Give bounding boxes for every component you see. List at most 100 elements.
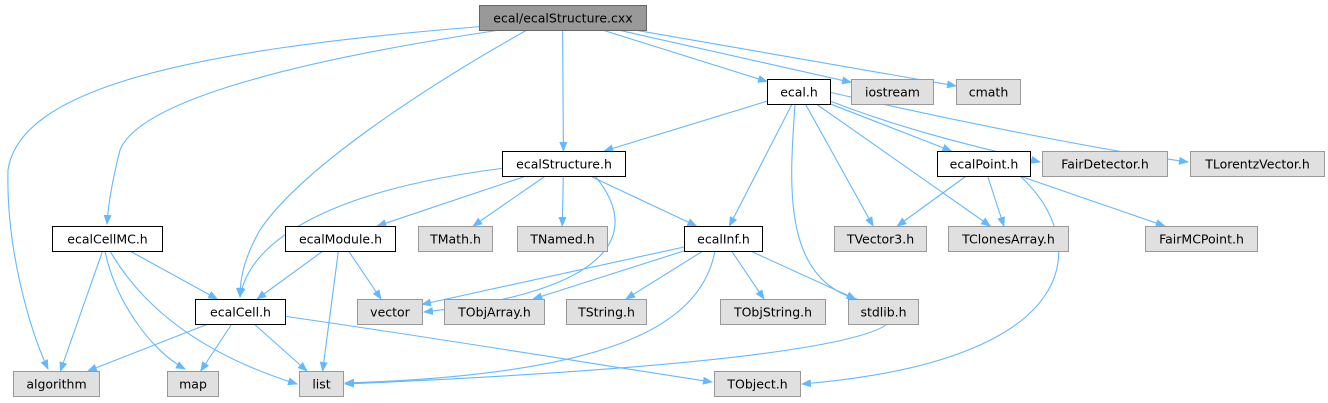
- node-TNamed-h[interactable]: TNamed.h: [517, 226, 608, 252]
- edge-ecalPoint_h-to-FairMCPoint_h: [1019, 175, 1166, 227]
- node-TString-h[interactable]: TString.h: [566, 299, 647, 325]
- edge-root-to-cmath: [634, 29, 957, 89]
- node-ecal-h[interactable]: ecal.h: [767, 79, 831, 105]
- node-label: ecalPoint.h: [950, 157, 1019, 172]
- edge-ecal_h-to-TClonesArray_h: [815, 103, 992, 227]
- edge-ecalCell_h-to-list: [253, 323, 308, 372]
- edge-ecalCell_h-to-algorithm: [86, 323, 209, 372]
- node-box: [834, 226, 927, 252]
- edge-root-to-iostream: [618, 29, 852, 85]
- node-box: [1190, 151, 1325, 177]
- node-box: [357, 299, 423, 325]
- node-FairDetector-h[interactable]: FairDetector.h: [1042, 151, 1168, 177]
- node-label: TString.h: [577, 305, 635, 320]
- node-box: [195, 299, 286, 325]
- node-box: [956, 79, 1021, 105]
- node-label: TObjArray.h: [457, 305, 531, 320]
- node-TMath-h[interactable]: TMath.h: [418, 226, 493, 252]
- edge-ecalCellMC_h-to-list: [109, 250, 298, 386]
- node-box: [167, 371, 219, 397]
- node-box: [851, 79, 934, 105]
- edge-root-to-ecalCellMC_h: [103, 29, 501, 225]
- node-box: [1145, 226, 1258, 252]
- edge-root-to-ecal_h: [602, 29, 768, 83]
- node-TClonesArray-h[interactable]: TClonesArray.h: [948, 226, 1069, 252]
- node-box: [52, 226, 163, 252]
- node-box: [937, 151, 1031, 177]
- node-label: ecalCellMC.h: [67, 232, 147, 247]
- node-label: map: [179, 377, 207, 392]
- edge-ecalCell_h-to-TObject_h: [282, 315, 713, 385]
- node-ecalCellMC-h[interactable]: ecalCellMC.h: [52, 226, 163, 252]
- nodes-layer: ecal/ecalStructure.cxx ecal.h iostream cmat…: [13, 5, 1325, 397]
- node-list[interactable]: list: [299, 371, 344, 397]
- node-stdlib-h[interactable]: stdlib.h: [848, 299, 919, 325]
- node-label: TVector3.h: [846, 232, 914, 247]
- edge-ecalInf_h-to-TString_h: [625, 250, 704, 300]
- edge-ecalStructure_h-to-ecalCell_h: [237, 167, 506, 298]
- node-ecalCell-h[interactable]: ecalCell.h: [195, 299, 286, 325]
- node-algorithm[interactable]: algorithm: [13, 371, 100, 397]
- node-ecalPoint-h[interactable]: ecalPoint.h: [937, 151, 1031, 177]
- edge-ecal_h-to-ecalPoint_h: [829, 103, 953, 152]
- node-label: TObject.h: [726, 377, 787, 392]
- node-TObject-h[interactable]: TObject.h: [714, 371, 801, 397]
- edge-ecalStructure_h-to-TNamed_h: [558, 175, 567, 227]
- edge-ecalModule_h-to-ecalCell_h: [256, 250, 324, 300]
- node-TVector3-h[interactable]: TVector3.h: [834, 226, 927, 252]
- node-root[interactable]: ecal/ecalStructure.cxx: [479, 5, 647, 31]
- node-label: ecalStructure.h: [516, 157, 612, 172]
- edge-root-to-ecalStructure_h: [559, 29, 568, 152]
- node-label: TLorentzVector.h: [1204, 157, 1310, 172]
- node-box: [285, 226, 396, 252]
- node-ecalInf-h[interactable]: ecalInf.h: [684, 226, 763, 252]
- node-label: FairMCPoint.h: [1159, 232, 1244, 247]
- node-box: [848, 299, 919, 325]
- edge-ecalPoint_h-to-TVector3_h: [896, 175, 967, 227]
- node-label: TNamed.h: [529, 232, 594, 247]
- node-TObjString-h[interactable]: TObjString.h: [720, 299, 826, 325]
- node-label: cmath: [969, 85, 1009, 100]
- edge-ecalCellMC_h-to-ecalCell_h: [129, 250, 219, 300]
- edge-ecalPoint_h-to-TClonesArray_h: [987, 175, 1005, 227]
- node-label: FairDetector.h: [1061, 157, 1149, 172]
- node-ecalStructure-h[interactable]: ecalStructure.h: [502, 151, 626, 177]
- node-box: [720, 299, 826, 325]
- node-label: iostream: [865, 85, 920, 100]
- edge-ecalModule_h-to-list: [319, 250, 339, 372]
- node-iostream[interactable]: iostream: [851, 79, 934, 105]
- node-cmath[interactable]: cmath: [956, 79, 1021, 105]
- edge-ecalInf_h-to-stdlib_h: [750, 250, 857, 300]
- node-box: [714, 371, 801, 397]
- node-TObjArray-h[interactable]: TObjArray.h: [444, 299, 545, 325]
- node-label: ecal.h: [780, 85, 818, 100]
- edge-root-to-ecalCell_h: [236, 29, 528, 298]
- edge-ecalPoint_h-to-TObject_h: [801, 175, 1060, 388]
- edge-ecal_h-to-ecalStructure_h: [603, 100, 768, 153]
- node-box: [502, 151, 626, 177]
- node-label: algorithm: [26, 377, 86, 392]
- edge-ecalInf_h-to-list: [344, 250, 716, 387]
- edge-ecalCellMC_h-to-algorithm: [59, 250, 104, 372]
- node-box: [1042, 151, 1168, 177]
- node-TLorentzVector-h[interactable]: TLorentzVector.h: [1190, 151, 1325, 177]
- node-label: stdlib.h: [860, 305, 906, 320]
- edge-ecalModule_h-to-vector: [348, 250, 382, 300]
- node-label: TClonesArray.h: [961, 232, 1055, 247]
- node-map[interactable]: map: [167, 371, 219, 397]
- edge-ecal_h-to-ecalInf_h: [728, 103, 793, 227]
- node-label: ecalCell.h: [210, 305, 271, 320]
- node-vector[interactable]: vector: [357, 299, 423, 325]
- edge-ecal_h-to-TVector3_h: [804, 103, 874, 227]
- node-box: [479, 5, 647, 31]
- node-box: [948, 226, 1069, 252]
- node-box: [13, 371, 100, 397]
- node-box: [517, 226, 608, 252]
- edge-ecalInf_h-to-TObjString_h: [731, 250, 765, 300]
- node-box: [299, 371, 344, 397]
- node-FairMCPoint-h[interactable]: FairMCPoint.h: [1145, 226, 1258, 252]
- node-label: vector: [370, 305, 411, 320]
- node-ecalModule-h[interactable]: ecalModule.h: [285, 226, 396, 252]
- node-box: [767, 79, 831, 105]
- node-box: [444, 299, 545, 325]
